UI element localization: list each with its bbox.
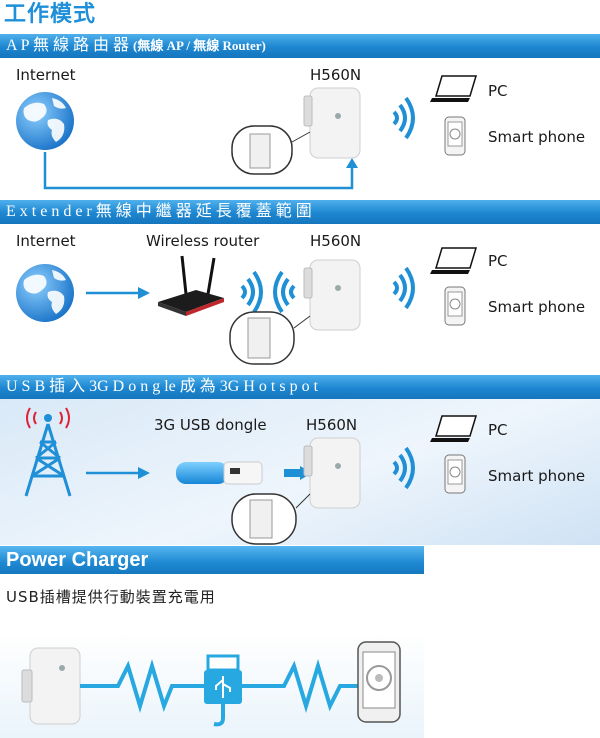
page-title: 工作模式 — [4, 2, 97, 27]
wifi-signal-icon — [392, 96, 415, 140]
device-label: H560N — [310, 232, 362, 250]
usb-charging-diagram — [21, 641, 401, 727]
section-header-usb-text: U S B 插 入 3G D o n g le 成 為 3G H o t s p… — [6, 378, 319, 395]
laptop-icon — [430, 75, 478, 102]
section-header-usb: U S B 插 入 3G D o n g le 成 為 3G H o t s p… — [0, 375, 600, 399]
device-label: H560N — [306, 416, 358, 434]
arrow-icon — [86, 287, 150, 299]
usb-dongle-image — [176, 461, 263, 485]
wireless-router-label: Wireless router — [146, 232, 260, 250]
section-header-extender: E x t e n d e r 無 線 中 繼 器 延 長 覆 蓋 範 圍 — [0, 200, 600, 224]
wifi-signal-icon — [392, 266, 415, 310]
phone-label: Smart phone — [488, 467, 586, 485]
laptop-icon — [430, 247, 478, 274]
ethernet-cable-line — [43, 152, 358, 190]
globe-icon — [16, 92, 74, 150]
smartphone-icon — [444, 286, 466, 326]
laptop-icon — [430, 415, 478, 442]
wifi-signal-icon — [240, 270, 263, 314]
section-header-ap-subtext: (無線 AP / 無線 Router) — [132, 38, 266, 53]
pc-label: PC — [488, 82, 508, 100]
pc-label: PC — [488, 421, 508, 439]
smartphone-icon — [444, 116, 466, 156]
internet-label: Internet — [16, 66, 76, 84]
wireless-router-image — [158, 255, 224, 316]
arrow-icon — [86, 467, 150, 479]
h560n-device-image — [231, 87, 361, 175]
internet-label: Internet — [16, 232, 76, 250]
phone-label: Smart phone — [488, 128, 586, 146]
pc-label: PC — [488, 252, 508, 270]
h560n-device-image — [231, 437, 361, 545]
section-header-ap: A P 無 線 路 由 器 (無線 AP / 無線 Router) — [0, 34, 600, 58]
power-description: USB插槽提供行動裝置充電用 — [6, 588, 216, 606]
globe-icon — [16, 264, 74, 322]
dongle-label: 3G USB dongle — [154, 416, 267, 434]
section-header-power: Power Charger — [0, 546, 424, 574]
h560n-device-image — [229, 259, 361, 365]
cell-tower-icon — [24, 407, 72, 497]
device-label: H560N — [310, 66, 362, 84]
section-panel-ap — [0, 58, 600, 196]
smartphone-icon — [444, 454, 466, 494]
wifi-signal-icon-reverse — [273, 270, 296, 314]
section-header-ap-text: A P 無 線 路 由 器 — [6, 37, 129, 54]
section-header-extender-text: E x t e n d e r 無 線 中 繼 器 延 長 覆 蓋 範 圍 — [6, 203, 312, 220]
section-panel-extender — [0, 224, 600, 370]
phone-label: Smart phone — [488, 298, 586, 316]
wifi-signal-icon — [392, 446, 415, 490]
